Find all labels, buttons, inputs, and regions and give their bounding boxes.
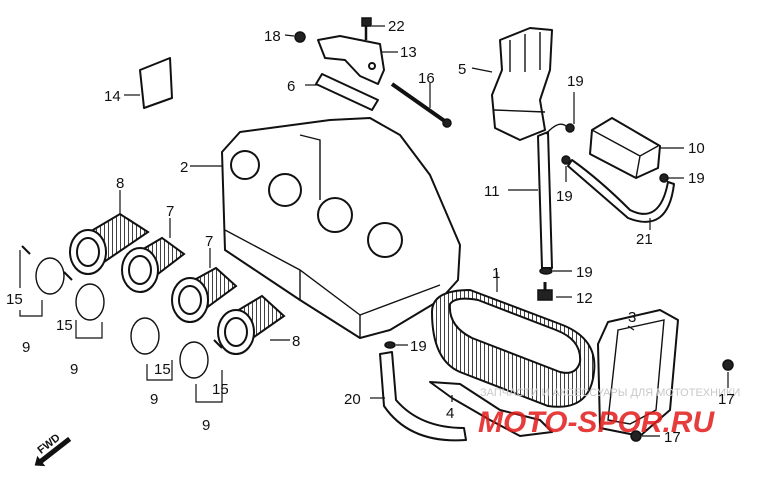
part-7-joint-upper	[121, 218, 186, 293]
fwd-arrow: FWD	[34, 432, 72, 467]
callout-8-b: 8	[292, 333, 300, 350]
callout-17-b: 17	[664, 429, 681, 446]
callout-21: 21	[636, 231, 653, 248]
part-20-drain-tube	[370, 351, 467, 442]
part-16-bolt	[390, 82, 452, 128]
watermark-logo: MOTO-SPOR.RU	[478, 406, 715, 439]
callout-9-c: 9	[150, 391, 158, 408]
part-11-hose	[508, 123, 569, 269]
watermark: ЗАПЧАСТИ И АКСЕССУАРЫ ДЛЯ МОТОТЕХНИКИ MO…	[478, 387, 740, 439]
callout-14: 14	[104, 88, 121, 105]
callout-19-c: 19	[688, 170, 705, 187]
callout-15-d: 15	[212, 381, 229, 398]
part-4-strap	[429, 381, 553, 437]
callout-15-b: 15	[56, 317, 73, 334]
callout-7-a: 7	[166, 203, 174, 220]
callout-13: 13	[400, 44, 417, 61]
part-14-sheet	[124, 57, 173, 109]
callout-labels: 14 2 18 22 13 6 16 5 19 10 11 19 19 21 8…	[6, 18, 735, 446]
part-19-clips	[384, 92, 684, 349]
callout-4: 4	[446, 405, 454, 422]
part-9-clamp-d	[179, 339, 223, 379]
callout-16: 16	[418, 70, 435, 87]
part-1-air-filter-element	[430, 272, 596, 408]
callout-7-b: 7	[205, 233, 213, 250]
callout-20: 20	[344, 391, 361, 408]
callout-11: 11	[484, 183, 500, 200]
part-10-box	[589, 117, 684, 179]
part-8-joint-lower	[217, 294, 290, 355]
callout-15-c: 15	[154, 361, 171, 378]
callout-9-b: 9	[70, 361, 78, 378]
callout-19-d: 19	[576, 264, 593, 281]
clamp-leaders	[19, 250, 223, 403]
part-13-bracket	[317, 35, 398, 85]
watermark-tagline: ЗАПЧАСТИ И АКСЕССУАРЫ ДЛЯ МОТОТЕХНИКИ	[480, 387, 740, 399]
callout-8-a: 8	[116, 175, 124, 192]
part-7-joint-lower	[171, 248, 238, 323]
part-9-clamp-c	[130, 317, 160, 355]
callout-19-a: 19	[567, 73, 584, 90]
callout-9-d: 9	[202, 417, 210, 434]
callout-12: 12	[576, 290, 593, 307]
callout-22: 22	[388, 18, 405, 35]
callout-19-e: 19	[410, 338, 427, 355]
part-9-clamp-a	[21, 245, 65, 295]
callout-15-a: 15	[6, 291, 23, 308]
part-8-joint-upper	[69, 190, 150, 275]
part-5-intake-duct	[471, 27, 553, 141]
callout-10: 10	[688, 140, 705, 157]
callout-18: 18	[264, 28, 281, 45]
part-3-cover	[597, 309, 679, 437]
part-12-bolt	[537, 282, 572, 301]
callout-2: 2	[180, 159, 188, 176]
callout-5: 5	[458, 61, 466, 78]
callout-19-b: 19	[556, 188, 573, 205]
part-17-screw-upper	[722, 359, 734, 388]
callout-9-a: 9	[22, 339, 30, 356]
part-9-clamp-b	[63, 271, 105, 321]
callout-6: 6	[287, 78, 295, 95]
part-2-air-cleaner-case	[190, 117, 461, 339]
part-17-screw-lower	[630, 430, 660, 442]
callout-3: 3	[628, 309, 636, 326]
part-21-hose	[567, 159, 675, 230]
callout-17-a: 17	[718, 391, 735, 408]
part-18-nut	[284, 31, 306, 43]
callout-1: 1	[492, 265, 500, 282]
part-22-screw	[361, 17, 385, 40]
part-6-rod	[305, 73, 379, 111]
